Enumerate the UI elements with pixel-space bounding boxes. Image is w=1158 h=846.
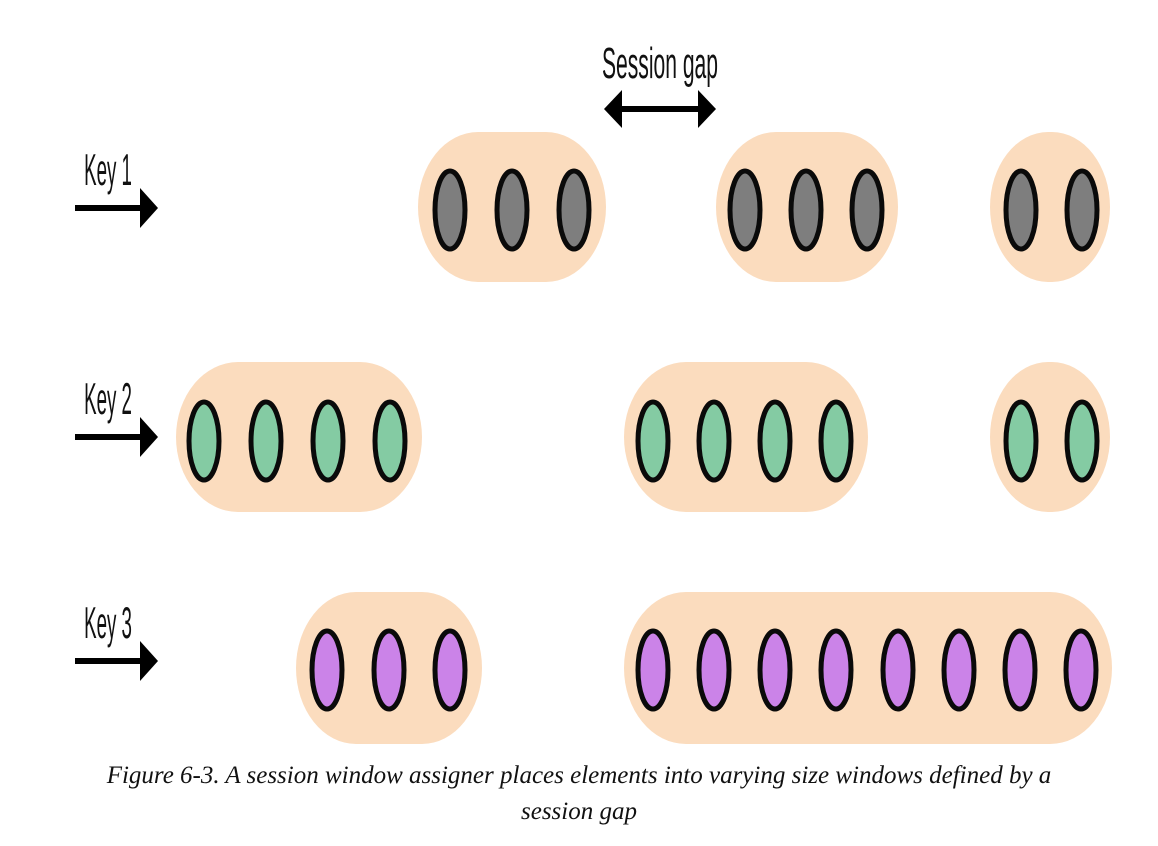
element — [1003, 168, 1039, 252]
figure-caption: Figure 6-3. A session window assigner pl… — [0, 758, 1158, 830]
element — [849, 168, 885, 252]
window — [418, 132, 606, 282]
element — [432, 628, 468, 712]
element — [635, 628, 671, 712]
element — [880, 628, 916, 712]
element — [556, 168, 592, 252]
window — [716, 132, 898, 282]
row-key-1: Key 1 — [75, 132, 1110, 282]
element — [371, 628, 407, 712]
element — [1064, 168, 1100, 252]
element — [186, 399, 222, 483]
element — [635, 399, 671, 483]
element — [248, 399, 284, 483]
element — [696, 628, 732, 712]
session-gap-label: Session gap — [602, 40, 718, 88]
element — [788, 168, 824, 252]
key-2-label: Key 2 — [84, 375, 132, 424]
row-key-2: Key 2 — [75, 362, 1110, 512]
element — [1003, 399, 1039, 483]
window — [990, 132, 1110, 282]
session-gap-annotation: Session gap — [602, 40, 718, 128]
element — [727, 168, 763, 252]
window — [296, 592, 482, 744]
key-1-arrow-icon — [75, 188, 158, 228]
element — [757, 628, 793, 712]
element — [309, 628, 345, 712]
element — [432, 168, 468, 252]
key-3-arrow-icon — [75, 641, 158, 681]
key-3-label: Key 3 — [84, 599, 132, 648]
figure-caption-line-2: session gap — [521, 798, 637, 825]
window — [624, 592, 1112, 744]
element — [494, 168, 530, 252]
session-window-diagram: Session gap Key 1 — [75, 40, 1112, 744]
element — [1064, 399, 1100, 483]
element — [310, 399, 346, 483]
key-2-arrow-icon — [75, 417, 158, 457]
element — [372, 399, 408, 483]
row-key-3: Key 3 — [75, 592, 1112, 744]
figure-caption-line-1: Figure 6-3. A session window assigner pl… — [106, 762, 1052, 789]
element — [757, 399, 793, 483]
session-gap-double-arrow-icon — [604, 90, 716, 128]
window — [176, 362, 422, 512]
window — [990, 362, 1110, 512]
element — [696, 399, 732, 483]
element — [818, 628, 854, 712]
window — [624, 362, 868, 512]
key-1-label: Key 1 — [84, 146, 132, 195]
element — [1063, 628, 1099, 712]
element — [941, 628, 977, 712]
element — [1002, 628, 1038, 712]
element — [818, 399, 854, 483]
